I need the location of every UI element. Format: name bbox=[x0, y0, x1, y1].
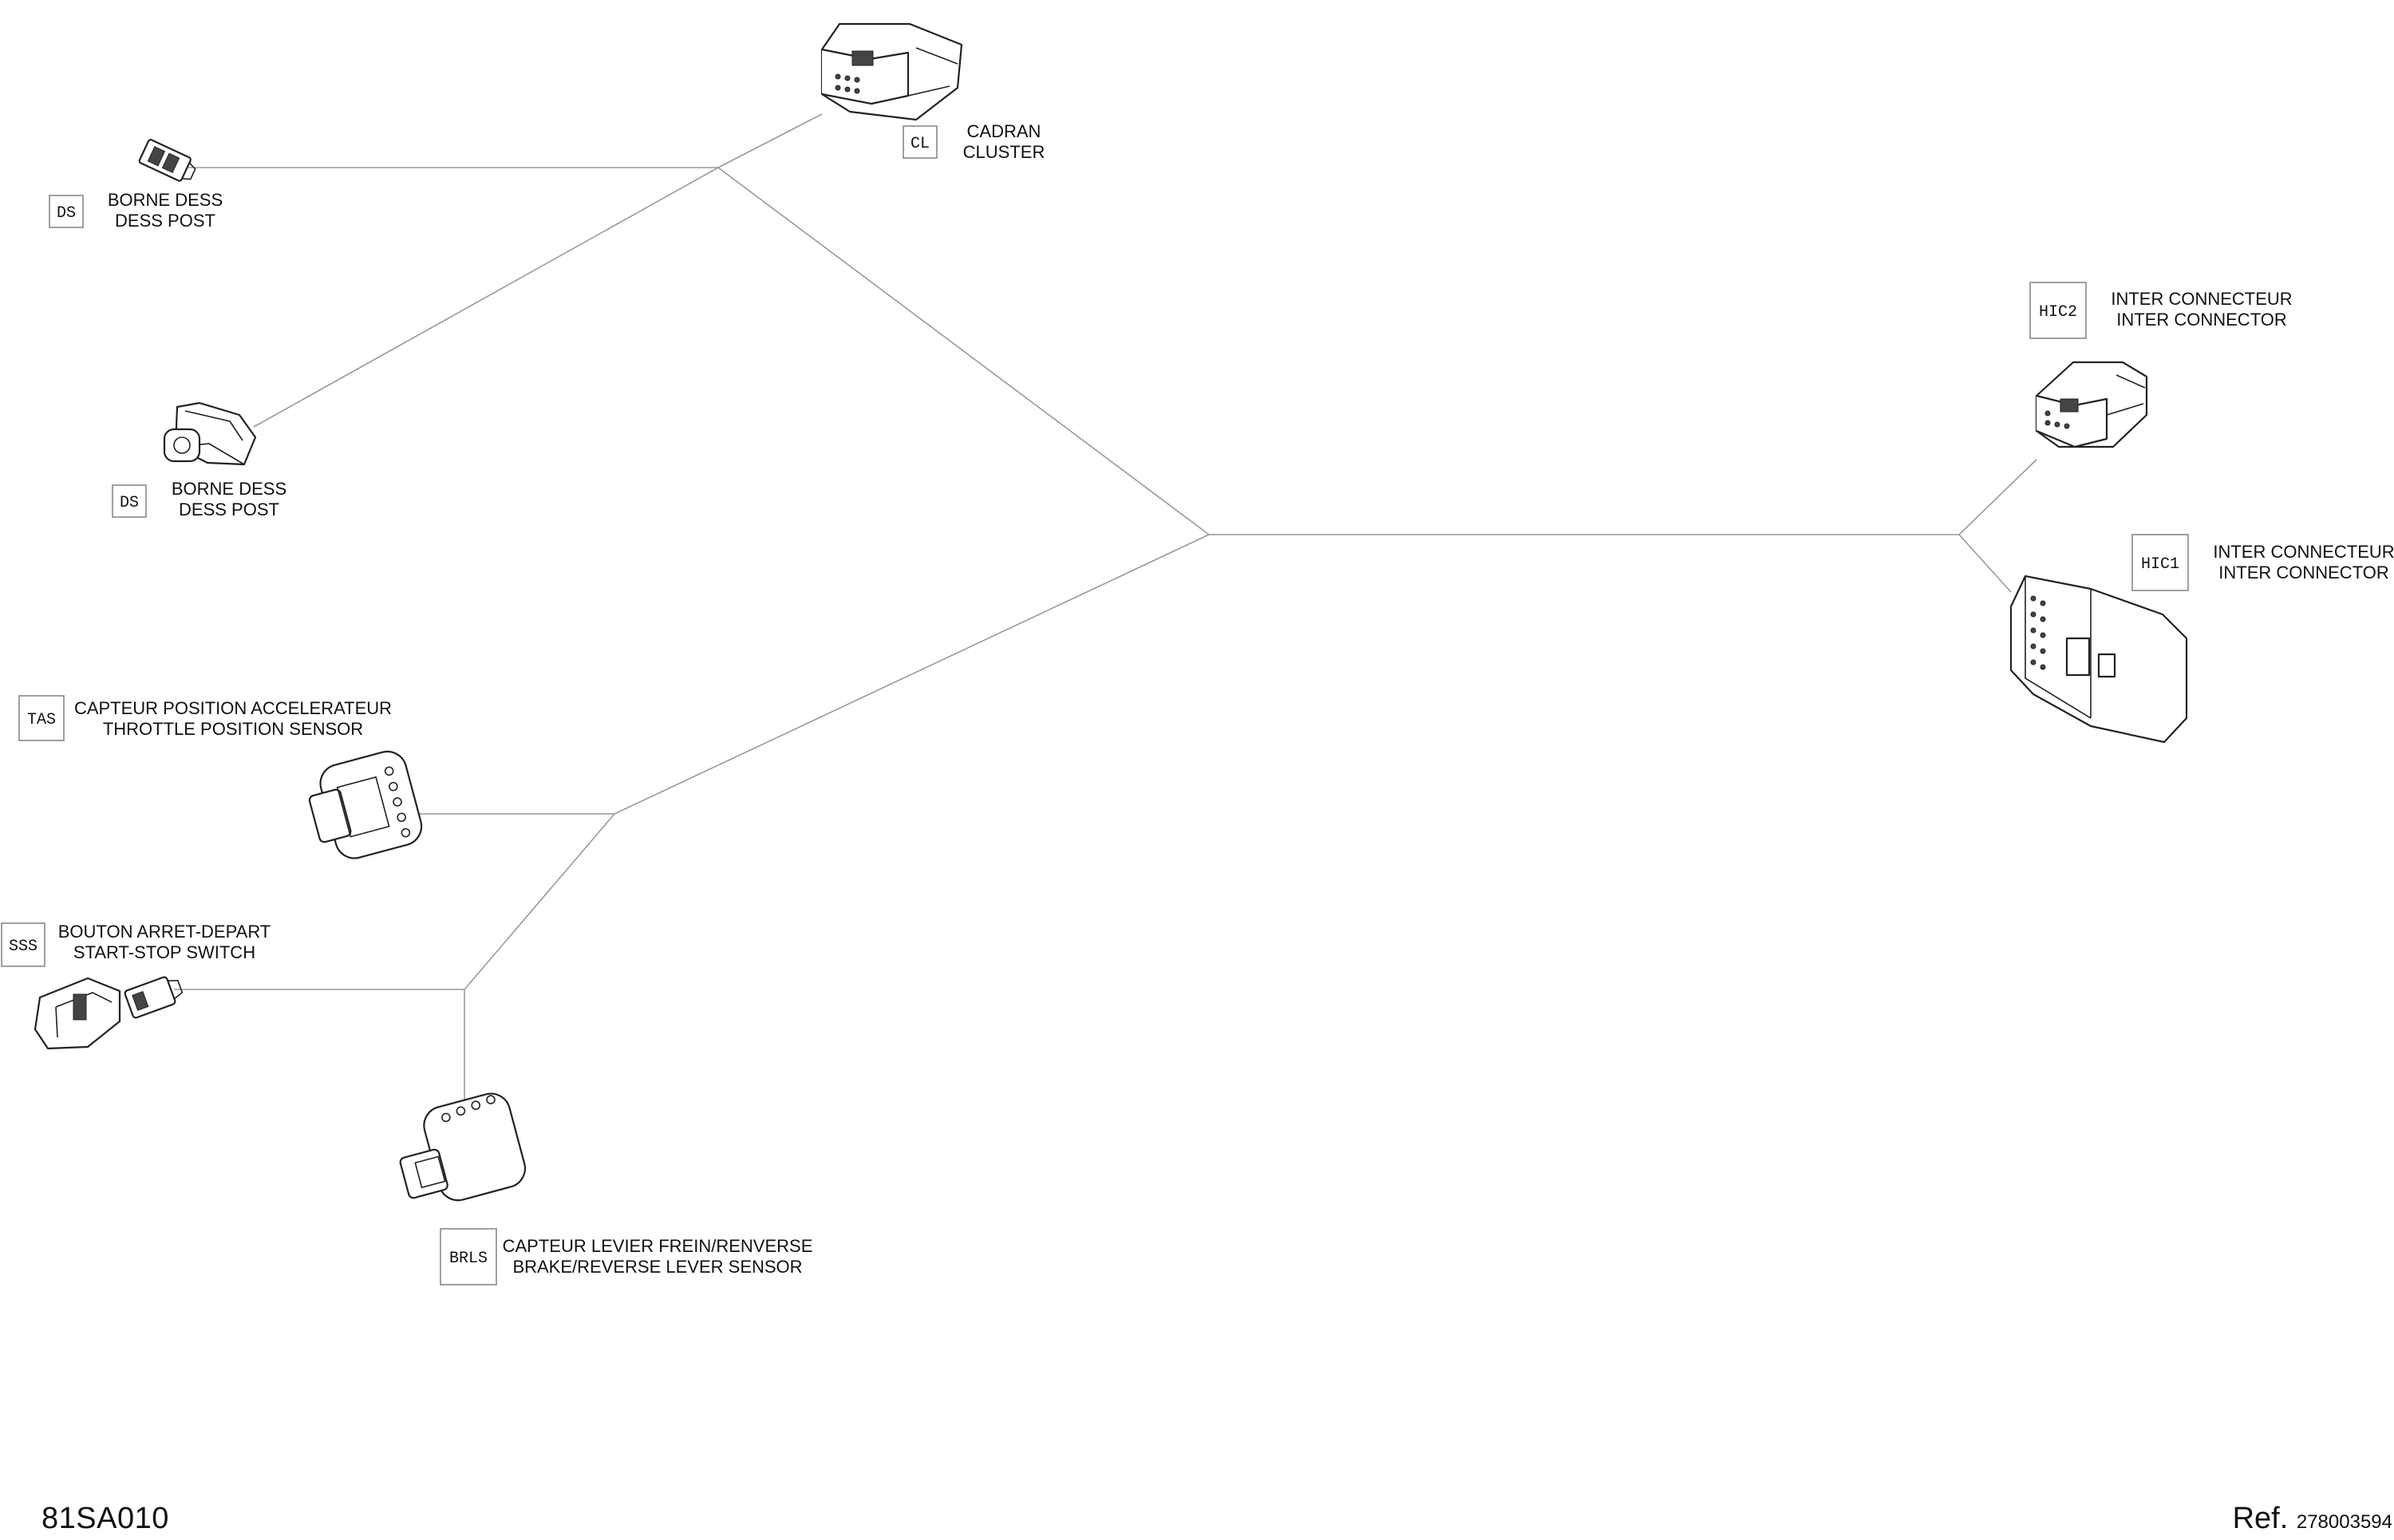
tas-connector-drawing bbox=[308, 750, 423, 859]
label-hic2-fr: INTER CONNECTEUR bbox=[2111, 289, 2292, 309]
connector-label-ds1: DS BORNE DESS DESS POST bbox=[49, 190, 223, 231]
label-ds2-en: DESS POST bbox=[179, 500, 279, 519]
label-tas-en: THROTTLE POSITION SENSOR bbox=[103, 719, 363, 739]
label-hic1-fr: INTER CONNECTEUR bbox=[2213, 542, 2394, 562]
label-brls-fr: CAPTEUR LEVIER FREIN/RENVERSE bbox=[503, 1236, 813, 1256]
wire-trunk bbox=[188, 167, 2037, 535]
brls-connector-drawing bbox=[399, 1092, 527, 1202]
label-ds1-fr: BORNE DESS bbox=[108, 190, 223, 210]
label-hic2-en: INTER CONNECTOR bbox=[2116, 310, 2287, 330]
wire-ds2 bbox=[253, 167, 719, 428]
label-cl-en: CLUSTER bbox=[963, 142, 1045, 162]
wire-hic1 bbox=[1958, 534, 2012, 593]
label-hic1-en: INTER CONNECTOR bbox=[2218, 563, 2389, 582]
harness-wires bbox=[174, 113, 2037, 1105]
label-tas-fr: CAPTEUR POSITION ACCELERATEUR bbox=[74, 698, 392, 718]
tag-cl: CL bbox=[911, 135, 930, 153]
ds-connector-1-drawing bbox=[138, 138, 196, 182]
hic1-connector-drawing bbox=[2009, 575, 2188, 744]
wire-cluster bbox=[717, 113, 823, 168]
label-ds1-en: DESS POST bbox=[115, 211, 215, 231]
hic2-connector-drawing bbox=[2035, 361, 2148, 448]
cluster-connector-drawing bbox=[820, 22, 963, 121]
reference-value: 278003594 bbox=[2296, 1511, 2392, 1533]
reference-number: Ref. 278003594 bbox=[2233, 1502, 2392, 1536]
drawing-code: 81SA010 bbox=[41, 1502, 169, 1535]
sss-connector-drawing bbox=[124, 976, 184, 1019]
connector-label-brls: BRLS CAPTEUR LEVIER FREIN/RENVERSE BRAKE… bbox=[440, 1228, 813, 1285]
wire-brls bbox=[464, 813, 615, 1105]
wire-tas bbox=[415, 534, 1210, 815]
label-cl-fr: CADRAN bbox=[967, 121, 1041, 141]
connector-label-hic2: HIC2 INTER CONNECTEUR INTER CONNECTOR bbox=[2029, 282, 2293, 339]
tag-hic2: HIC2 bbox=[2039, 303, 2077, 322]
reference-label: Ref. bbox=[2232, 1502, 2289, 1535]
sss-switch-drawing bbox=[34, 977, 121, 1050]
tag-hic1: HIC1 bbox=[2141, 555, 2179, 574]
label-ds2-fr: BORNE DESS bbox=[172, 479, 286, 499]
connector-label-cl: CL CADRAN CLUSTER bbox=[903, 121, 1045, 162]
connector-label-sss: SSS BOUTON ARRET-DEPART START-STOP SWITC… bbox=[1, 922, 271, 967]
ds-connector-2-drawing bbox=[163, 401, 257, 466]
tag-sss: SSS bbox=[9, 938, 38, 956]
tag-ds2: DS bbox=[120, 494, 139, 512]
tag-brls: BRLS bbox=[449, 1250, 488, 1268]
label-sss-fr: BOUTON ARRET-DEPART bbox=[58, 922, 271, 942]
tag-tas: TAS bbox=[27, 711, 56, 729]
connector-label-hic1: HIC1 INTER CONNECTEUR INTER CONNECTOR bbox=[2131, 534, 2394, 591]
label-brls-en: BRAKE/REVERSE LEVER SENSOR bbox=[512, 1257, 802, 1277]
label-sss-en: START-STOP SWITCH bbox=[73, 942, 255, 962]
tag-ds1: DS bbox=[57, 204, 76, 223]
connector-label-ds2: DS BORNE DESS DESS POST bbox=[112, 479, 286, 519]
connector-label-tas: TAS CAPTEUR POSITION ACCELERATEUR THROTT… bbox=[18, 695, 392, 741]
